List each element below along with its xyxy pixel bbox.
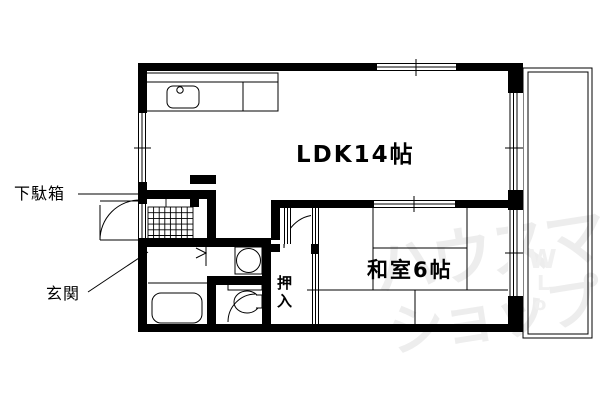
callout-label-genkan: 玄関 (46, 284, 80, 303)
bath-window-left (138, 204, 147, 238)
room-label-ldk: LDK14帖 (296, 142, 415, 168)
toilet-door-swing (227, 293, 257, 323)
kitchen-counter (145, 72, 279, 112)
kitchen-window-left (134, 113, 151, 182)
room-label-washitsu: 和室6帖 (367, 258, 453, 282)
ldk-window-top (377, 59, 456, 76)
room-label-oshiire: 押入 (275, 274, 293, 311)
entry-door-swing (99, 199, 141, 241)
callout-leader-genkan (87, 251, 149, 293)
washing-machine (234, 246, 263, 275)
callout-label-getabako: 下駄箱 (14, 184, 65, 203)
kitchen-sink (166, 85, 200, 109)
watermark-mark-o: o (534, 294, 546, 315)
bathtub (151, 292, 203, 324)
balcony-sliding-door-lower[interactable] (505, 210, 523, 296)
watermark-mark-l: L (537, 271, 550, 295)
balcony-sliding-door-upper[interactable] (505, 93, 523, 190)
entrance-tiles (147, 196, 194, 242)
oshiire-sliding-door[interactable] (311, 208, 319, 244)
ldk-hall-sliding-door[interactable] (283, 208, 291, 244)
ldk-washitsu-partition[interactable] (374, 196, 455, 212)
walls (138, 63, 523, 332)
watermark-mark-w: W (528, 245, 557, 275)
hall-washitsu-sliding-door[interactable] (307, 254, 324, 324)
